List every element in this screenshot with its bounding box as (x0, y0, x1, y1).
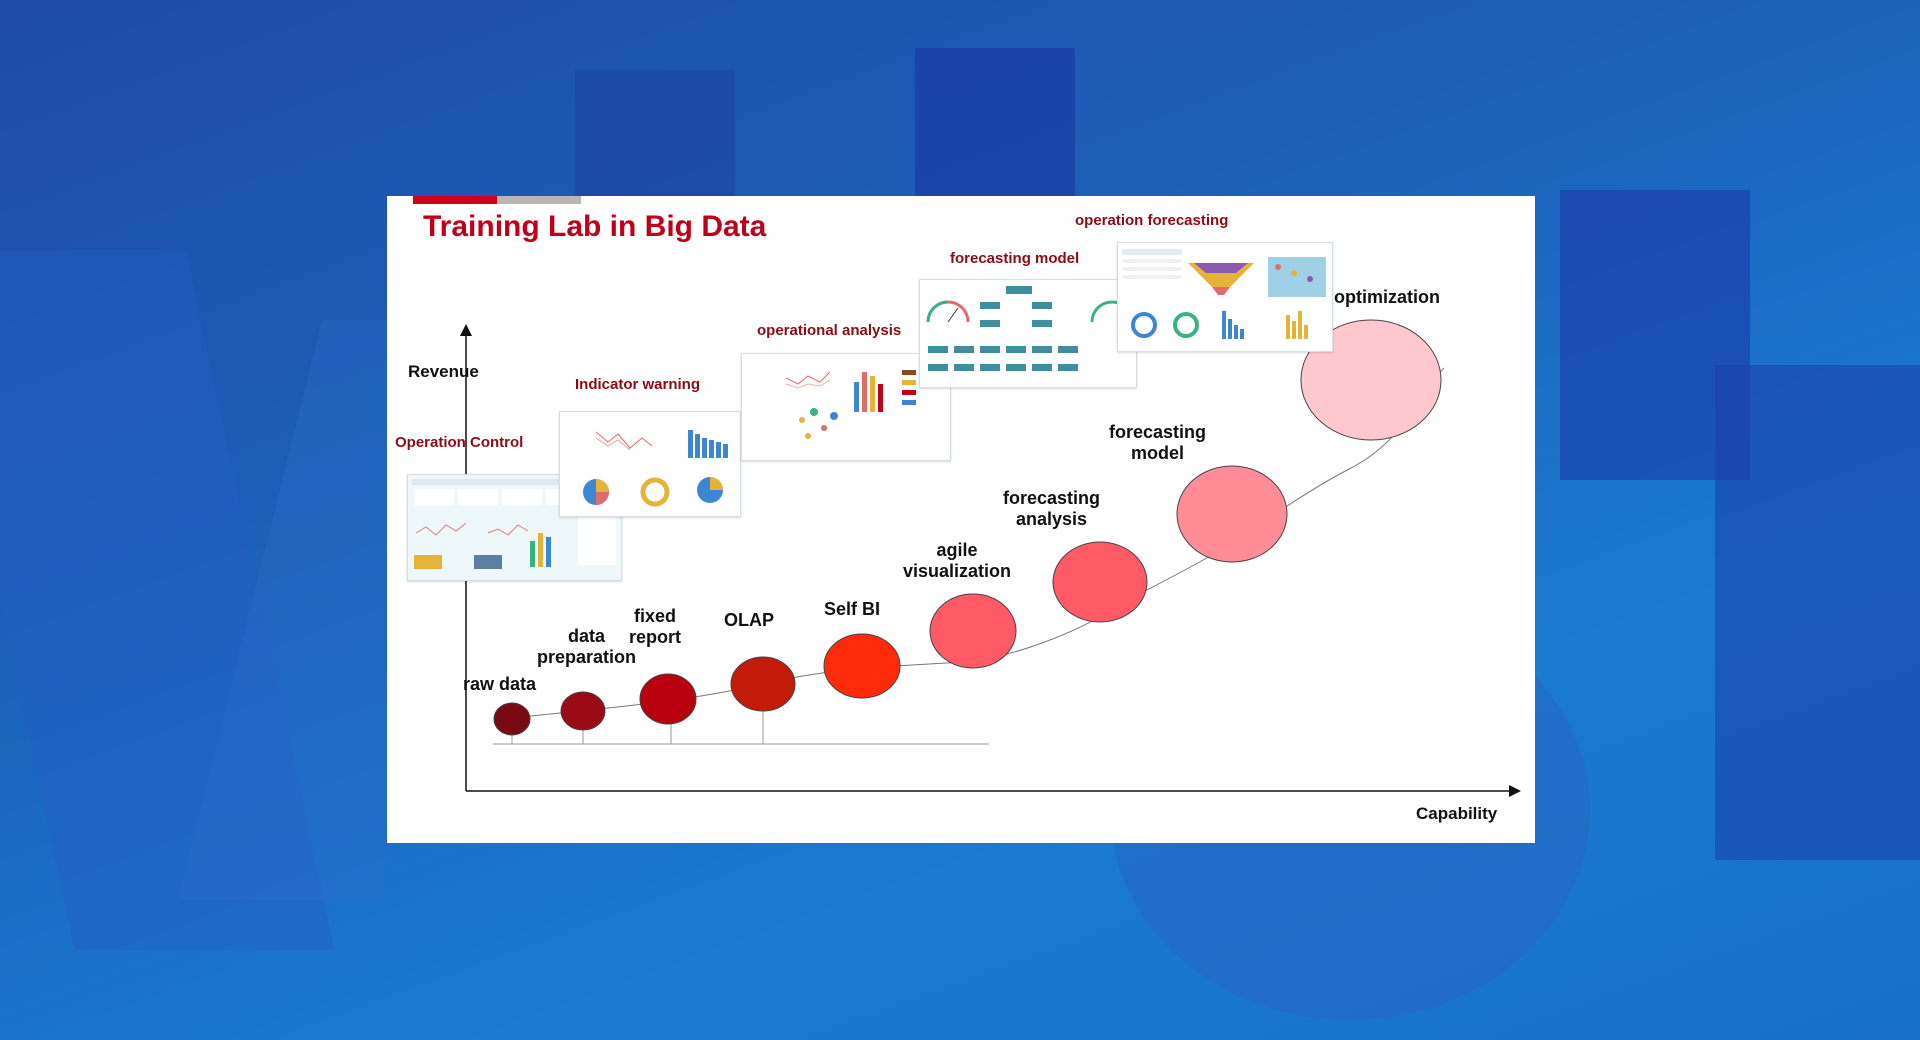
stage-bubble-self-bi (823, 633, 901, 699)
screenshot-thumbnail-indicator-warning (559, 411, 741, 517)
dashboard-preview (1122, 249, 1326, 339)
screenshot-label-operation-control: Operation Control (395, 434, 524, 451)
screenshot-label-indicator-warning: Indicator warning (575, 376, 701, 393)
stage-bubble-olap (730, 656, 796, 712)
stage-bubble-agile-visualization (929, 593, 1017, 669)
y-axis-label: Revenue (408, 362, 479, 381)
stage-label-agile-visualization: agile visualization (903, 540, 1012, 581)
stage-label-self-bi: Self BI (824, 599, 881, 619)
dashboard-preview (583, 430, 728, 507)
screenshot-thumbnail-operation-control (407, 474, 622, 581)
screenshot-thumbnail-forecasting-model (919, 279, 1137, 388)
stage-bubble-raw-data (493, 702, 531, 736)
dashboard-preview (926, 286, 1134, 371)
dashboard-preview (785, 370, 916, 439)
accent-bar-grey (497, 196, 581, 204)
stage-label-forecasting-model: forecasting model (1109, 422, 1207, 463)
screenshot-thumbnail-operational-analysis (741, 353, 951, 461)
y-axis-arrow (460, 324, 472, 336)
x-axis-arrow (1509, 785, 1521, 797)
dashboard-preview (412, 479, 617, 569)
background-block (575, 70, 735, 196)
screenshot-thumbnail-operation-forecasting (1117, 242, 1333, 352)
screenshot-label-forecasting-model: forecasting model (950, 250, 1080, 267)
stage-bubble-optimization (1300, 319, 1442, 441)
screenshot-label-operational-analysis: operational analysis (757, 322, 902, 339)
stage-bubble-fixed-report (639, 673, 697, 725)
stage-label-data-preparation: data preparation (537, 626, 637, 667)
background-block (1715, 365, 1920, 860)
stage-bubble-data-preparation (560, 691, 606, 731)
stage-label-forecasting-analysis: forecasting analysis (1003, 488, 1101, 529)
stage-label-fixed-report: fixed report (629, 606, 682, 647)
background-block (915, 48, 1075, 196)
accent-bar-red (413, 196, 497, 204)
stage-label-raw-data: raw data (463, 674, 537, 694)
x-axis-label: Capability (1416, 804, 1498, 823)
stage-bubble-forecasting-analysis (1052, 541, 1148, 623)
stage-label-optimization: optimization (1334, 287, 1440, 307)
stage-bubble-forecasting-model (1176, 465, 1288, 563)
diagram-canvas (460, 319, 1521, 797)
slide-title: Training Lab in Big Data (423, 210, 767, 243)
slide: Training Lab in Big Data Revenue Capabil… (387, 196, 1535, 843)
stage-label-olap: OLAP (724, 610, 775, 630)
screenshot-label-operation-forecasting: operation forecasting (1075, 212, 1229, 229)
